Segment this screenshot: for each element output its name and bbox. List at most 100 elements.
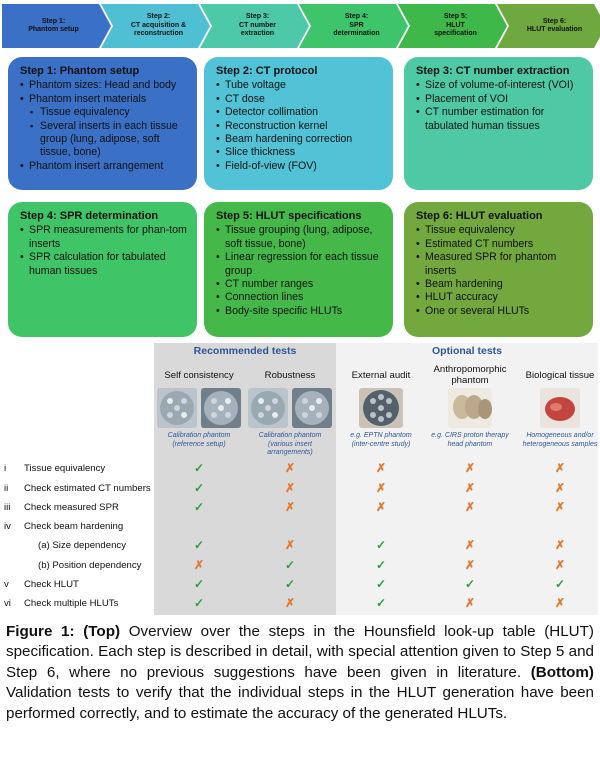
step-panel-item: Slice thickness bbox=[216, 146, 383, 160]
test-row-number: i bbox=[4, 463, 7, 474]
step-panel-item: Reconstruction kernel bbox=[216, 120, 383, 134]
step-panel-item: Tissue grouping (lung, adipose, soft tis… bbox=[216, 224, 383, 251]
workflow-step-label: Step 4:SPR determination bbox=[311, 4, 402, 48]
workflow-step-number: Step 3: bbox=[245, 13, 270, 21]
workflow-step-title: CT number extraction bbox=[239, 21, 276, 38]
step-panel-list: Tube voltageCT doseDetector collimationR… bbox=[216, 79, 383, 173]
step-panel-item: One or several HLUTs bbox=[416, 305, 583, 319]
step-panel-title: Step 4: SPR determination bbox=[20, 210, 159, 222]
step-panel-list: Tissue grouping (lung, adipose, soft tis… bbox=[216, 224, 383, 318]
optional-tests-heading: Optional tests bbox=[431, 345, 502, 357]
workflow-chevron bbox=[497, 4, 600, 48]
test-row-label: v Check HLUT bbox=[4, 579, 79, 590]
caption-bottom-text: Validation tests to verify that the indi… bbox=[6, 684, 594, 722]
workflow-step-label: Step 6:HLUT evaluation bbox=[509, 4, 600, 48]
test-row-label: (a) Size dependency bbox=[4, 540, 126, 551]
check-mark-icon: ✓ bbox=[193, 577, 205, 591]
cross-mark-icon: ✗ bbox=[375, 461, 387, 475]
test-row-number: iv bbox=[4, 521, 11, 532]
test-column-header: Anthropomorphic phantom bbox=[433, 364, 507, 386]
step-panel-item: CT number estimation for tabulated human… bbox=[416, 106, 583, 133]
workflow-chevron bbox=[398, 4, 507, 48]
photo-drawing bbox=[157, 388, 241, 428]
cross-mark-icon: ✗ bbox=[284, 596, 296, 610]
workflow-chevron bbox=[2, 4, 111, 48]
check-mark-icon: ✓ bbox=[375, 577, 387, 591]
phantom-photo bbox=[246, 387, 334, 429]
phantom-photo bbox=[155, 387, 243, 429]
workflow-step-number: Step 5: bbox=[443, 13, 468, 21]
workflow-step-title: HLUT evaluation bbox=[526, 26, 583, 33]
step-panel-item: Field-of-view (FOV) bbox=[216, 160, 383, 174]
test-column-header: External audit bbox=[351, 370, 411, 381]
step-panel-list: Phantom sizes: Head and bodyPhantom inse… bbox=[20, 79, 187, 173]
workflow-step-number: Step 1: bbox=[41, 17, 66, 25]
cross-mark-icon: ✗ bbox=[554, 558, 566, 572]
step-panel-list: Size of volume-of-interest (VOI)Placemen… bbox=[416, 79, 583, 133]
workflow-step-number: Step 2: bbox=[146, 13, 171, 21]
step-panel-item: Estimated CT numbers bbox=[416, 238, 583, 252]
check-mark-icon: ✓ bbox=[375, 538, 387, 552]
tissue-sample-photo bbox=[516, 387, 600, 429]
step-panel: Step 1: Phantom setupPhantom sizes: Head… bbox=[8, 57, 197, 190]
step-panel-title: Step 5: HLUT specifications bbox=[216, 210, 362, 222]
cross-mark-icon: ✗ bbox=[464, 538, 476, 552]
step-panel-item: Several inserts in each tissue group (lu… bbox=[20, 120, 187, 160]
workflow-step-label: Step 2:CT acquisition & reconstruction bbox=[113, 4, 204, 48]
step-panel: Step 5: HLUT specificationsTissue groupi… bbox=[204, 202, 393, 337]
step-panel-list: Tissue equivalencyEstimated CT numbersMe… bbox=[416, 224, 583, 318]
step-panel-item: Detector collimation bbox=[216, 106, 383, 120]
caption-top-text: Overview over the steps in the Hounsfiel… bbox=[6, 623, 594, 681]
test-column-note: Calibration phantom (various insert arra… bbox=[258, 432, 322, 456]
test-column-header: Self consistency bbox=[164, 370, 234, 381]
workflow-chevron bbox=[299, 4, 408, 48]
cross-mark-icon: ✗ bbox=[554, 481, 566, 495]
figure-caption: Figure 1: (Top) Overview over the steps … bbox=[6, 622, 594, 724]
test-row-number: v bbox=[4, 579, 9, 590]
workflow-step-title: Phantom setup bbox=[28, 26, 79, 33]
step-panel-title: Step 1: Phantom setup bbox=[20, 65, 140, 77]
workflow-step-label: Step 3:CT number extraction bbox=[212, 4, 303, 48]
workflow-step-title: HLUT specification bbox=[434, 21, 477, 38]
step-panel-item: Connection lines bbox=[216, 291, 383, 305]
check-mark-icon: ✓ bbox=[193, 461, 205, 475]
step-panel: Step 3: CT number extractionSize of volu… bbox=[404, 57, 593, 190]
photo-drawing bbox=[448, 388, 492, 428]
cross-mark-icon: ✗ bbox=[464, 500, 476, 514]
check-mark-icon: ✓ bbox=[375, 558, 387, 572]
caption-top-tag: (Top) bbox=[83, 623, 121, 640]
check-mark-icon: ✓ bbox=[464, 577, 476, 591]
step-panel-list: SPR measurements for phan-tom insertsSPR… bbox=[20, 224, 187, 278]
cross-mark-icon: ✗ bbox=[464, 481, 476, 495]
step-panel-item: Phantom insert arrangement bbox=[20, 160, 187, 174]
workflow-step-title: CT acquisition & reconstruction bbox=[130, 21, 187, 38]
test-column-note: Calibration phantom (reference setup) bbox=[167, 432, 231, 448]
cross-mark-icon: ✗ bbox=[375, 481, 387, 495]
step-panel-item: CT number ranges bbox=[216, 278, 383, 292]
workflow-step-number: Step 4: bbox=[344, 13, 369, 21]
cross-mark-icon: ✗ bbox=[284, 461, 296, 475]
test-column-note: e.g. CIRS proton therapy head phantom bbox=[431, 432, 509, 448]
recommended-tests-background bbox=[154, 343, 336, 615]
step-panel-item: HLUT accuracy bbox=[416, 291, 583, 305]
test-row-text: Check multiple HLUTs bbox=[24, 598, 119, 609]
cross-mark-icon: ✗ bbox=[464, 596, 476, 610]
check-mark-icon: ✓ bbox=[284, 577, 296, 591]
test-row-number: iii bbox=[4, 502, 11, 513]
workflow-step-label: Step 1:Phantom setup bbox=[2, 4, 105, 48]
test-row-text: Check beam hardening bbox=[24, 521, 124, 532]
cross-mark-icon: ✗ bbox=[284, 500, 296, 514]
test-row-text: Check HLUT bbox=[24, 579, 79, 590]
test-column-header: Biological tissue bbox=[525, 370, 595, 381]
cross-mark-icon: ✗ bbox=[554, 596, 566, 610]
test-row-text: (b) Position dependency bbox=[38, 560, 142, 571]
step-panel-item: Body-site specific HLUTs bbox=[216, 305, 383, 319]
step-panel-item: Phantom insert materials bbox=[20, 93, 187, 107]
step-panel-item: Beam hardening bbox=[416, 278, 583, 292]
test-column-note: Homogeneous and/or heterogeneous samples bbox=[522, 432, 598, 448]
